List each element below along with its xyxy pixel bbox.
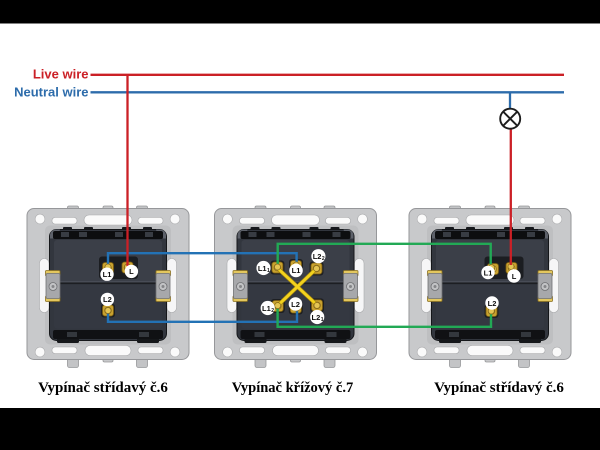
svg-text:L1: L1 <box>262 304 271 313</box>
svg-text:L2: L2 <box>488 299 497 308</box>
svg-text:Vypínač křížový č.7: Vypínač křížový č.7 <box>232 380 354 396</box>
svg-text:2: 2 <box>271 308 274 314</box>
svg-text:Vypínač střídavý č.6: Vypínač střídavý č.6 <box>38 380 168 396</box>
svg-text:2: 2 <box>322 256 325 262</box>
svg-text:L: L <box>512 272 517 281</box>
svg-text:1: 1 <box>267 268 270 274</box>
svg-text:1: 1 <box>321 317 324 323</box>
svg-text:L2: L2 <box>313 252 322 261</box>
svg-text:L2: L2 <box>103 295 112 304</box>
svg-text:L1: L1 <box>484 268 493 277</box>
svg-text:Neutral wire: Neutral wire <box>14 84 88 99</box>
svg-text:L1: L1 <box>258 264 267 273</box>
svg-text:L1: L1 <box>103 270 112 279</box>
svg-text:L2: L2 <box>291 300 300 309</box>
svg-text:L1: L1 <box>292 266 301 275</box>
svg-text:Vypínač střídavý č.6: Vypínač střídavý č.6 <box>434 380 564 396</box>
svg-text:L: L <box>129 267 134 276</box>
svg-text:Live wire: Live wire <box>33 67 89 82</box>
svg-text:L2: L2 <box>312 313 321 322</box>
